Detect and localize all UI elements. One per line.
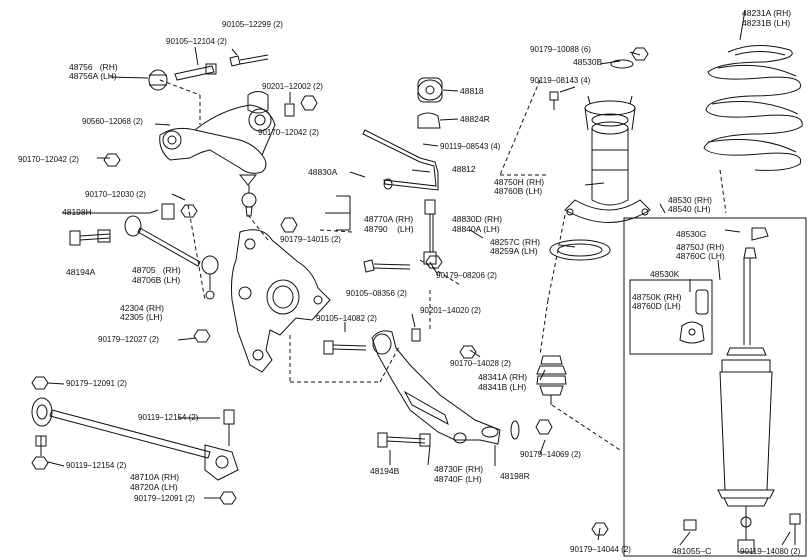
label-48194a: 48194A [66,267,96,277]
bolt-90105-14082 [323,340,367,355]
label-48720a: 48720A (LH) [130,482,178,492]
nut-misc [683,519,697,531]
label-90201-14020: 90201–14020 (2) [420,306,481,315]
bushings [247,77,443,129]
upper-arm [159,104,276,217]
label-48756: 48756 (RH) [69,62,118,72]
bump-stop [536,355,567,405]
label-90170-12030: 90170–12030 (2) [85,190,146,199]
label-48818: 48818 [460,86,484,96]
label-48824r: 48824R [460,114,490,124]
label-90119-14080: 90119–14080 (2) [740,547,801,556]
label-48257c: 48257C (RH) [490,237,541,247]
label-90105-12104: 90105–12104 (2) [166,37,227,46]
label-90179-12027: 90179–12027 (2) [98,335,159,344]
bolt-90105-08356 [363,259,411,273]
plate-48530b [610,59,634,69]
lower-arm [371,330,501,445]
label-48770a: 48770A (RH) [364,214,414,224]
label-48830d: 48830D (RH) [452,214,503,224]
label-48710a: 48710A (RH) [130,472,180,482]
label-90119-12154-a: 90119–12154 (2) [138,413,199,422]
label-48760c: 48760C (LH) [676,251,725,261]
bolt-48194b [377,432,431,448]
label-48530k: 48530K [650,269,680,279]
label-48756a: 48756A (LH) [69,71,117,81]
label-48705: 48705 (RH) [132,265,181,275]
small-hardware [31,47,757,536]
label-48760b: 48760B (LH) [494,186,543,196]
label-48231b: 48231B (LH) [742,18,791,28]
label-90119-12154-b: 90119–12154 (2) [66,461,127,470]
shock-absorber [717,258,775,553]
label-48830a: 48830A [308,167,338,177]
shock-absorber-box [623,217,807,557]
label-90179-12091-b: 90179–12091 (2) [134,494,195,503]
coil-spring [703,44,803,171]
bushing-48756 [148,63,217,91]
label-48530: 48530 (RH) [668,195,712,205]
label-90179-12091-a: 90179–12091 (2) [66,379,127,388]
label-48341b: 48341B (LH) [478,382,527,392]
label-48198h: 48198H [62,207,92,217]
solid-leaders [47,9,791,546]
label-48530g: 48530G [676,229,707,239]
label-90119-08143: 90119–08143 (4) [530,76,591,85]
bumper-48750k [679,289,709,344]
label-48750h: 48750H (RH) [494,177,545,187]
label-48750k: 48750K (RH) [632,292,682,302]
stabilizer-link [423,199,437,265]
label-48750j: 48750J (RH) [676,242,725,252]
upper-support [564,95,651,223]
label-90170-14028: 90170–14028 (2) [450,359,511,368]
label-48530b: 48530B [573,57,603,67]
label-48812: 48812 [452,164,476,174]
label-48341a: 48341A (RH) [478,372,528,382]
label-90119-08543: 90119–08543 (4) [440,142,501,151]
dashed-leaders [159,79,727,451]
label-48706b: 48706B (LH) [132,275,181,285]
label-90105-12299: 90105–12299 (2) [222,20,283,29]
label-90179-10088: 90179–10088 (6) [530,45,591,54]
label-48198r: 48198R [500,471,530,481]
label-48760d: 48760D (LH) [632,301,681,311]
label-48740f: 48740F (LH) [434,474,482,484]
stabilizer-bar [362,129,439,191]
label-48790: 48790 (LH) [364,224,414,234]
bolt-48194a [69,229,111,246]
cap-48530g [751,227,769,241]
label-42304: 42304 (RH) [120,303,164,313]
washer-48198r [510,420,520,440]
label-90105-14082: 90105–14082 (2) [316,314,377,323]
insulator-48257c [549,239,611,261]
label-90179-14015: 90179–14015 (2) [280,235,341,244]
label-90170-12042-left: 90170–12042 (2) [18,155,79,164]
label-48259a: 48259A (LH) [490,246,538,256]
label-42305: 42305 (LH) [120,312,163,322]
label-481055-c: 481055–C [672,546,712,556]
label-90201-12002: 90201–12002 (2) [262,82,323,91]
label-48540: 48540 (LH) [668,204,711,214]
label-90105-08356: 90105–08356 (2) [346,289,407,298]
label-48231a: 48231A (RH) [742,8,792,18]
label-90179-14069: 90179–14069 (2) [520,450,581,459]
lateral-rod-48705 [124,215,219,300]
label-90560-12068: 90560–12068 (2) [82,117,143,126]
bolt-90119-14080 [789,513,801,545]
bolt-90105-12299 [229,54,269,67]
knuckle [231,229,331,373]
label-90179-08206: 90179–08206 (2) [436,271,497,280]
lower-rod-48710a [31,397,239,481]
bolt-90119-08143 [549,91,559,110]
label-90170-12042-right: 90170–12042 (2) [258,128,319,137]
label-48194b: 48194B [370,466,400,476]
label-90179-14044: 90179–14044 (2) [570,545,631,554]
label-48840a: 48840A (LH) [452,224,500,234]
label-48730f: 48730F (RH) [434,464,484,474]
